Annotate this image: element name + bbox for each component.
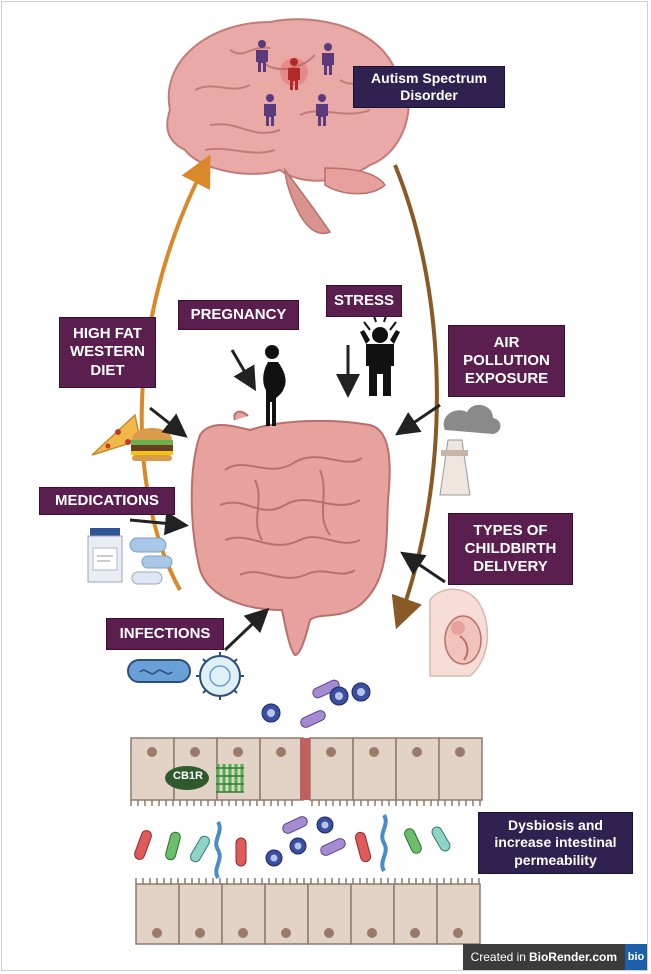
capsule-icon	[129, 537, 173, 585]
factor-arrows	[129, 345, 446, 652]
stress-label: STRESS	[326, 285, 402, 317]
biorender-logo-icon: bio	[625, 944, 647, 970]
infections-label: INFECTIONS	[106, 618, 224, 650]
childbirth-icon	[429, 588, 489, 677]
factory-icon	[439, 404, 501, 496]
bacteria-icon	[127, 659, 191, 683]
dysbiosis-label: Dysbiosis and increase intestinal permea…	[478, 812, 633, 874]
virus-icon	[196, 652, 244, 700]
brain-to-gut-arrow	[391, 164, 439, 630]
pregnant-woman-icon	[263, 345, 286, 426]
pizza-icon	[91, 413, 141, 456]
brain-icon	[166, 18, 410, 235]
autism-label: Autism Spectrum Disorder	[353, 66, 505, 108]
cb1r-label: CB1R	[173, 770, 203, 782]
medications-label: MEDICATIONS	[39, 487, 175, 515]
diet-label: HIGH FAT WESTERN DIET	[59, 317, 156, 388]
childbirth-label: TYPES OF CHILDBIRTH DELIVERY	[448, 513, 573, 585]
biorender-badge: Created in BioRender.com bio	[462, 944, 647, 970]
badge-brand: BioRender.com	[528, 950, 617, 964]
burger-icon	[131, 428, 173, 461]
stressed-person-icon	[360, 315, 400, 396]
epithelium-icon	[130, 679, 483, 945]
air-pollution-label: AIR POLLUTION EXPOSURE	[448, 325, 565, 397]
intestine-icon	[190, 410, 391, 657]
biorender-text: Created in BioRender.com	[462, 944, 625, 970]
pregnancy-label: PREGNANCY	[178, 300, 299, 330]
cb1r-receptor-icon	[165, 766, 209, 790]
pill-bottle-icon	[87, 528, 123, 583]
badge-prefix: Created in	[470, 950, 526, 964]
